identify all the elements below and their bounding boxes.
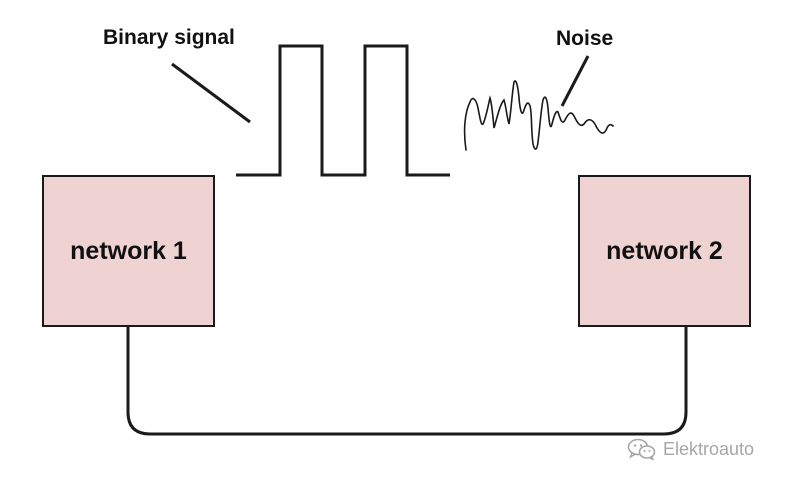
noise-waveform xyxy=(463,80,614,151)
network-1-box: network 1 xyxy=(42,175,215,327)
network-1-label: network 1 xyxy=(70,236,187,265)
binary-signal-pointer xyxy=(171,62,251,124)
noise-label: Noise xyxy=(556,27,614,50)
watermark: Elektroauto xyxy=(627,438,754,460)
network-2-box: network 2 xyxy=(578,175,751,327)
network-2-label: network 2 xyxy=(606,236,723,265)
binary-signal-waveform xyxy=(236,44,450,177)
noise-pointer xyxy=(560,55,590,107)
binary-signal-label: Binary signal xyxy=(103,26,235,49)
connection-cable xyxy=(126,327,688,436)
wechat-icon xyxy=(627,438,657,460)
watermark-text: Elektroauto xyxy=(663,438,755,459)
